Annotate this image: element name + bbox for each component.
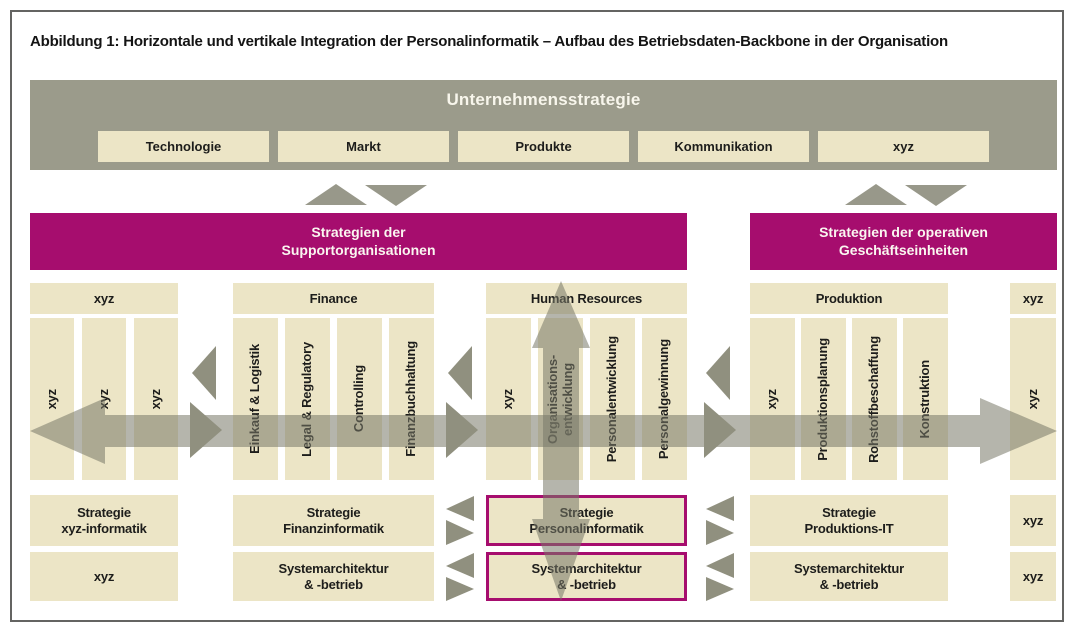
column-legal-regulatory: Legal & Regulatory bbox=[285, 318, 330, 480]
corporate-item-technologie: Technologie bbox=[98, 131, 269, 162]
architecture-box-produktion: Systemarchitektur & -betrieb bbox=[750, 552, 948, 601]
column-label: Controlling bbox=[351, 365, 367, 433]
column-produktionsplanung: Produktionsplanung bbox=[801, 318, 846, 480]
corporate-item-markt: Markt bbox=[278, 131, 449, 162]
corporate-item-produkte: Produkte bbox=[458, 131, 629, 162]
corporate-strategy-title: Unternehmensstrategie bbox=[446, 90, 641, 109]
column-rohstoffbeschaffung: Rohstoffbeschaffung bbox=[852, 318, 897, 480]
architecture-box-xyz: xyz bbox=[30, 552, 178, 601]
column-xyz: xyz bbox=[30, 318, 74, 480]
figure-frame bbox=[10, 10, 1064, 622]
architecture-box-finance: Systemarchitektur & -betrieb bbox=[233, 552, 434, 601]
group-header-finance: Finance bbox=[233, 283, 434, 314]
corporate-item-xyz: xyz bbox=[818, 131, 989, 162]
column-label: xyz bbox=[764, 388, 780, 410]
column-xyz: xyz bbox=[82, 318, 126, 480]
column-label: xyz bbox=[43, 388, 59, 410]
strategy-box-xyz-informatik: Strategie xyz-informatik bbox=[30, 495, 178, 546]
operative-strategies-bar: Strategien der operativen Geschäftseinhe… bbox=[750, 213, 1057, 270]
column-einkauf-logistik: Einkauf & Logistik bbox=[233, 318, 278, 480]
column-controlling: Controlling bbox=[337, 318, 382, 480]
column-finanzbuchhaltung: Finanzbuchhaltung bbox=[389, 318, 434, 480]
group-header-produktion: Produktion bbox=[750, 283, 948, 314]
column-label: Personalentwicklung bbox=[604, 335, 620, 463]
column-label: Personalgewinnung bbox=[656, 338, 672, 460]
support-strategies-bar: Strategien der Supportorganisationen bbox=[30, 213, 687, 270]
column-xyz: xyz bbox=[750, 318, 795, 480]
column-label: Legal & Regulatory bbox=[299, 341, 315, 457]
strategy-box-personalinformatik: Strategie Personalinformatik bbox=[486, 495, 687, 546]
column-label: xyz bbox=[95, 388, 111, 410]
strategy-box-xyz: xyz bbox=[1010, 495, 1056, 546]
strategy-box-produktions-it: Strategie Produktions-IT bbox=[750, 495, 948, 546]
column-organisationsentwicklung: Organisations- entwicklung bbox=[538, 318, 583, 480]
column-label: xyz bbox=[1024, 388, 1040, 410]
column-personalentwicklung: Personalentwicklung bbox=[590, 318, 635, 480]
column-label: Finanzbuchhaltung bbox=[403, 341, 419, 457]
architecture-box-personal: Systemarchitektur & -betrieb bbox=[486, 552, 687, 601]
corporate-strategy-items: Technologie Markt Produkte Kommunikation… bbox=[30, 131, 1057, 162]
column-label: Einkauf & Logistik bbox=[247, 344, 263, 454]
column-xyz: xyz bbox=[134, 318, 178, 480]
architecture-box-xyz-right: xyz bbox=[1010, 552, 1056, 601]
column-label: xyz bbox=[147, 388, 163, 410]
column-label: Konstruktion bbox=[917, 359, 933, 439]
group-header-xyz-left: xyz bbox=[30, 283, 178, 314]
column-label: Produktionsplanung bbox=[815, 337, 831, 461]
column-label: Organisations- entwicklung bbox=[544, 354, 575, 444]
corporate-item-kommunikation: Kommunikation bbox=[638, 131, 809, 162]
column-personalgewinnung: Personalgewinnung bbox=[642, 318, 687, 480]
column-label: xyz bbox=[500, 388, 516, 410]
strategy-box-finanzinformatik: Strategie Finanzinformatik bbox=[233, 495, 434, 546]
group-header-xyz-right: xyz bbox=[1010, 283, 1056, 314]
group-header-human-resources: Human Resources bbox=[486, 283, 687, 314]
column-xyz: xyz bbox=[486, 318, 531, 480]
column-label: Rohstoffbeschaffung bbox=[866, 335, 882, 463]
column-xyz: xyz bbox=[1010, 318, 1056, 480]
corporate-strategy-bar: Unternehmensstrategie Technologie Markt … bbox=[30, 80, 1057, 170]
figure-caption: Abbildung 1: Horizontale und vertikale I… bbox=[30, 33, 948, 50]
column-konstruktion: Konstruktion bbox=[903, 318, 948, 480]
